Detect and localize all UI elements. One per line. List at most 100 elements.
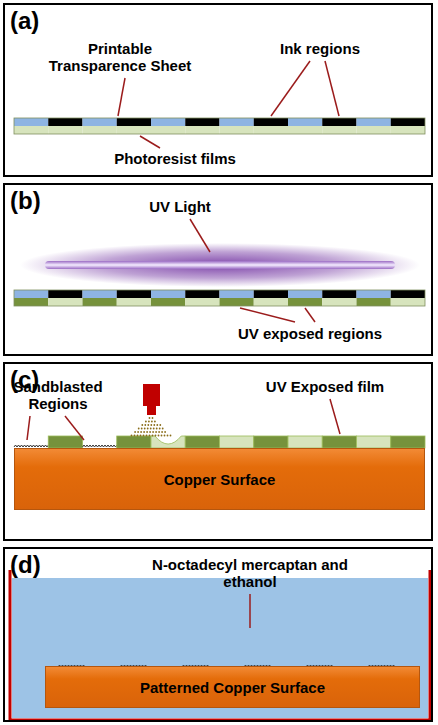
spray-particle bbox=[162, 428, 164, 430]
surface-label: Patterned Copper Surface bbox=[140, 679, 325, 696]
photoresist-segment bbox=[14, 126, 48, 134]
transparency-segment bbox=[357, 290, 391, 298]
callout-label: UV Light bbox=[120, 198, 240, 215]
sandblasted-texture bbox=[83, 445, 119, 447]
photoresist-segment bbox=[391, 126, 425, 134]
photoresist-segment bbox=[185, 436, 219, 448]
copper-surface: Patterned Copper Surface bbox=[45, 666, 420, 708]
spray-particle bbox=[156, 424, 158, 426]
photoresist-segment bbox=[220, 298, 254, 306]
spray-particle bbox=[144, 428, 146, 430]
spray-particle bbox=[149, 435, 151, 437]
spray-particle bbox=[134, 435, 136, 437]
callout-label: UV exposed regions bbox=[220, 325, 400, 342]
transparency-segment bbox=[48, 118, 82, 126]
spray-particle bbox=[134, 431, 136, 433]
panel: (d) Patterned Copper Surface bbox=[3, 547, 433, 722]
photoresist-segment bbox=[322, 126, 356, 134]
strip-outline bbox=[14, 118, 425, 134]
transparency-segment bbox=[220, 118, 254, 126]
panel-letter: (a) bbox=[10, 7, 39, 35]
spray-particle bbox=[143, 435, 145, 437]
callout-label: Printable Transparence Sheet bbox=[45, 40, 195, 74]
photoresist-segment bbox=[391, 436, 425, 448]
spray-particle bbox=[152, 435, 154, 437]
nozzle-tip bbox=[147, 406, 156, 415]
spray-particle bbox=[152, 417, 154, 419]
spray-particle bbox=[131, 435, 133, 437]
photoresist-segment bbox=[391, 298, 425, 306]
photoresist-segment bbox=[151, 126, 185, 134]
spray-particle bbox=[148, 421, 150, 423]
transparency-segment bbox=[254, 118, 288, 126]
photoresist-segment bbox=[83, 126, 117, 134]
transparency-segment bbox=[117, 118, 151, 126]
panel-letter: (b) bbox=[10, 187, 41, 215]
photoresist-segment bbox=[288, 298, 322, 306]
sandblasted-texture bbox=[14, 445, 50, 447]
photoresist-segment bbox=[254, 298, 288, 306]
sandblast-nozzle bbox=[143, 384, 160, 406]
photoresist-segment bbox=[357, 436, 391, 448]
uv-lamp bbox=[45, 261, 395, 269]
photoresist-segment bbox=[357, 298, 391, 306]
surface-label: Copper Surface bbox=[164, 471, 276, 488]
spray-particle bbox=[159, 428, 161, 430]
transparency-segment bbox=[288, 118, 322, 126]
spray-particle bbox=[170, 435, 172, 437]
transparency-segment bbox=[322, 290, 356, 298]
spray-particle bbox=[158, 431, 160, 433]
photoresist-segment bbox=[322, 298, 356, 306]
photoresist-segment bbox=[254, 126, 288, 134]
transparency-segment bbox=[254, 290, 288, 298]
transparency-segment bbox=[117, 290, 151, 298]
spray-particle bbox=[146, 435, 148, 437]
spray-particle bbox=[150, 428, 152, 430]
photoresist-segment bbox=[254, 436, 288, 448]
spray-particle bbox=[145, 421, 147, 423]
spray-particle bbox=[155, 435, 157, 437]
spray-particle bbox=[164, 435, 166, 437]
spray-particle bbox=[140, 431, 142, 433]
callout-label: UV Exposed film bbox=[250, 378, 400, 395]
spray-particle bbox=[164, 431, 166, 433]
spray-particle bbox=[156, 428, 158, 430]
photoresist-segment bbox=[220, 126, 254, 134]
transparency-segment bbox=[48, 290, 82, 298]
spray-particle bbox=[140, 435, 142, 437]
transparency-segment bbox=[14, 118, 48, 126]
uv-glow bbox=[20, 243, 420, 287]
transparency-segment bbox=[322, 118, 356, 126]
spray-particle bbox=[151, 421, 153, 423]
callout-label: Ink regions bbox=[255, 40, 385, 57]
panel-letter: (d) bbox=[10, 551, 41, 579]
spray-particle bbox=[147, 424, 149, 426]
callout-label: Photoresist films bbox=[100, 150, 250, 167]
spray-particle bbox=[146, 431, 148, 433]
spray-particle bbox=[153, 428, 155, 430]
transparency-segment bbox=[357, 118, 391, 126]
photoresist-segment bbox=[151, 298, 185, 306]
spray-particle bbox=[137, 431, 139, 433]
transparency-segment bbox=[151, 290, 185, 298]
container bbox=[10, 570, 430, 720]
photoresist-segment bbox=[48, 126, 82, 134]
photoresist-segment bbox=[357, 126, 391, 134]
callout-label: N-octadecyl mercaptan and ethanol bbox=[150, 556, 350, 590]
transparency-segment bbox=[185, 290, 219, 298]
strip-outline bbox=[14, 290, 425, 306]
spray-particle bbox=[149, 417, 151, 419]
photoresist-segment bbox=[117, 436, 151, 448]
photoresist-segment bbox=[185, 298, 219, 306]
spray-particle bbox=[138, 428, 140, 430]
transparency-segment bbox=[220, 290, 254, 298]
photoresist-segment bbox=[117, 298, 151, 306]
photoresist-segment bbox=[288, 126, 322, 134]
photoresist-segment bbox=[185, 126, 219, 134]
copper-surface: Copper Surface bbox=[14, 448, 425, 510]
spray-particle bbox=[149, 431, 151, 433]
spray-particle bbox=[167, 435, 169, 437]
photoresist-segment bbox=[14, 298, 48, 306]
transparency-segment bbox=[185, 118, 219, 126]
spray-particle bbox=[161, 435, 163, 437]
